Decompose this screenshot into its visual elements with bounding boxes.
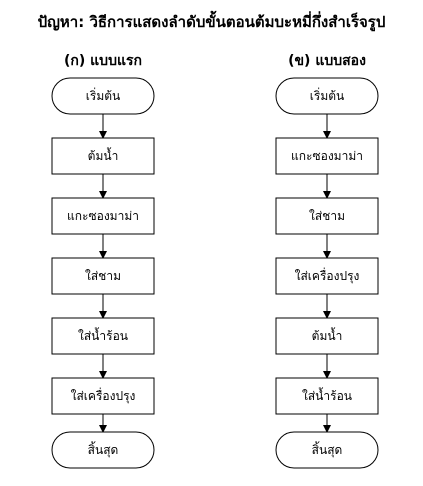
end-terminal	[51, 431, 155, 469]
end-terminal	[275, 431, 379, 469]
process-box	[51, 197, 155, 235]
process-box	[51, 317, 155, 355]
step-label: สิ้นสุด	[88, 441, 119, 458]
step-label: ต้มน้ำ	[312, 327, 343, 343]
process-box	[51, 377, 155, 415]
step-label: เริ่มต้น	[310, 87, 344, 103]
process-box	[275, 317, 379, 355]
step-label: ใส่น้ำร้อน	[78, 327, 128, 343]
flowchart-b: เริ่มต้นแกะซองมาม่าใส่ชามใส่เครื่องปรุงต…	[275, 77, 379, 469]
step-label: แกะซองมาม่า	[291, 149, 363, 163]
process-box	[51, 257, 155, 295]
column-b-heading: (ข) แบบสอง	[288, 53, 366, 69]
step-label: ใส่เครื่องปรุง	[295, 267, 360, 284]
step-label: ใส่ชาม	[85, 269, 121, 283]
page-title: ปัญหา: วิธีการแสดงลำดับขั้นตอนต้มบะหมี่ก…	[37, 13, 386, 31]
step-label: ใส่น้ำร้อน	[302, 387, 352, 403]
step-label: แกะซองมาม่า	[67, 209, 139, 223]
column-a-heading: (ก) แบบแรก	[64, 53, 142, 69]
step-label: ต้มน้ำ	[88, 147, 119, 163]
step-label: ใส่เครื่องปรุง	[71, 387, 136, 404]
process-box	[51, 137, 155, 175]
flowchart-a: เริ่มต้นต้มน้ำแกะซองมาม่าใส่ชามใส่น้ำร้อ…	[51, 77, 155, 469]
step-label: เริ่มต้น	[86, 87, 120, 103]
step-label: สิ้นสุด	[312, 441, 343, 458]
step-label: ใส่ชาม	[309, 209, 345, 223]
